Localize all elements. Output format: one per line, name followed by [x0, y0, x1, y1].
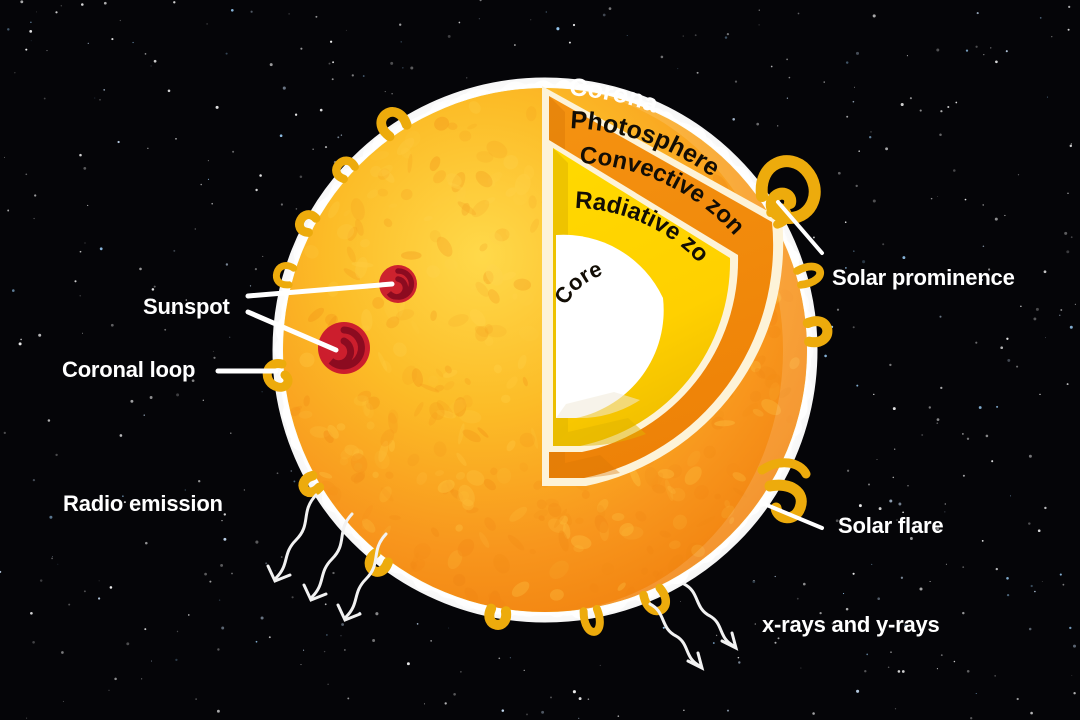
solar-flare-path — [764, 479, 807, 524]
convective-bottom-face — [549, 455, 620, 478]
radio-wave-2 — [310, 512, 354, 599]
core-bottom-face — [556, 392, 640, 419]
xray-arrowhead-1 — [720, 631, 739, 651]
solar-flare-shape[interactable] — [757, 458, 811, 524]
radio-arrowhead-1 — [266, 564, 292, 583]
leader-sunspot-lower — [245, 309, 339, 353]
callout-xrays-yrays: x-rays and y-rays — [762, 612, 940, 637]
callout-solar-flare: Solar flare — [838, 513, 944, 538]
sunspot-upper[interactable] — [379, 265, 417, 303]
radio-wave-3 — [344, 532, 388, 619]
leader-sunspot-upper — [245, 281, 395, 299]
callout-sunspot: Sunspot — [143, 294, 230, 319]
limb-prominences — [272, 107, 833, 636]
xray-arrows — [648, 582, 739, 671]
leader-solar-prominence — [776, 200, 824, 255]
zone-label-core: Core — [549, 256, 605, 309]
radio-arrowhead-2 — [302, 583, 328, 602]
xray-wave-2 — [648, 602, 702, 668]
core-fill — [556, 234, 664, 418]
leader-solar-flare — [760, 501, 824, 530]
solar-flare-path-2 — [757, 458, 811, 479]
callout-coronal-loop: Coronal loop — [62, 357, 196, 382]
sunspot-lower[interactable] — [318, 322, 370, 374]
callout-radio-emission: Radio emission — [63, 491, 223, 516]
coronal-loop-shape[interactable] — [262, 359, 293, 392]
radio-wave-1 — [274, 493, 318, 580]
sunspot-group — [318, 265, 417, 374]
radiative-bottom-face — [553, 418, 646, 446]
xray-wave-1 — [682, 582, 736, 648]
xray-arrowhead-2 — [686, 651, 705, 671]
radio-arrowhead-3 — [336, 603, 362, 622]
cutaway-wedge — [542, 86, 784, 486]
coronal-loop-path — [262, 359, 293, 392]
radio-emission-arrows — [266, 493, 388, 622]
sunspot-lower-swirl — [328, 326, 365, 370]
sunspot-upper-swirl — [386, 268, 415, 300]
callout-solar-prominence: Solar prominence — [832, 265, 1015, 290]
